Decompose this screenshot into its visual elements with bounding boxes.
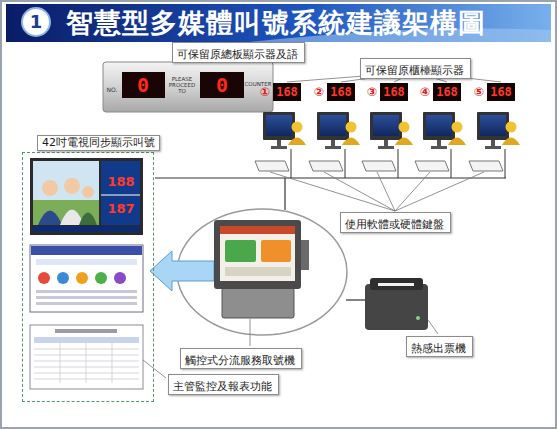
led-window	[200, 72, 244, 98]
led-digit: 168	[383, 86, 405, 98]
thermal-printer	[365, 278, 428, 330]
tv-screen	[30, 158, 143, 235]
callout-number: ②	[314, 86, 324, 98]
label-text: 熱感出票機	[411, 342, 466, 356]
queue-number: 188	[107, 175, 134, 188]
label-box: 可保留原總板顯示器及語	[172, 42, 305, 63]
display-group: 42吋電視同步顯示叫號	[22, 152, 154, 402]
led-digit: 168	[330, 86, 352, 98]
callout-number: 1	[30, 13, 43, 31]
label-text: 觸控式分流服務取號機	[185, 354, 295, 368]
big-arrow	[150, 251, 214, 291]
report-table	[30, 325, 143, 389]
dashboard-screen	[30, 245, 143, 312]
label-box: 觸控式分流服務取號機	[180, 348, 302, 369]
label-box: 可保留原櫃檯顯示器	[360, 58, 471, 79]
led-digit: 168	[490, 86, 512, 98]
leader-lines	[270, 172, 484, 211]
leader-lines	[143, 319, 438, 378]
label-box: 使用軟體或硬體鍵盤	[340, 212, 451, 233]
workstations	[255, 112, 520, 178]
label-box: 熱感出票機	[406, 336, 473, 357]
queue-number: 187	[107, 202, 134, 215]
label-text: 可保留原櫃檯顯示器	[365, 64, 464, 78]
label-box: 主管監控及報表功能	[168, 374, 279, 395]
led-window	[122, 72, 165, 98]
board-text: NO.	[107, 87, 118, 93]
led-digit: 168	[276, 86, 298, 98]
label-text: 使用軟體或硬體鍵盤	[345, 218, 444, 232]
title-band	[6, 4, 551, 42]
kiosk	[214, 220, 309, 318]
group-heading: 42吋電視同步顯示叫號	[37, 135, 160, 151]
label-text: 主管監控及報表功能	[173, 380, 272, 394]
led-digit: 168	[436, 86, 458, 98]
main-board	[103, 62, 273, 112]
callout-number: ③	[367, 86, 377, 98]
number-circle	[22, 8, 50, 36]
counter-displays	[273, 83, 515, 101]
callout-number: ⑤	[474, 86, 484, 98]
led-digit: 0	[216, 75, 228, 95]
diagram-title: 智慧型多媒體叫號系統建議架構圖	[66, 4, 486, 42]
label-text: 可保留原總板顯示器及語	[177, 48, 298, 62]
callout-number: ①	[260, 86, 270, 98]
led-digit: 0	[137, 75, 149, 95]
callout-number: ④	[420, 86, 430, 98]
board-text: PLEASE PROCEED TO	[166, 76, 198, 94]
